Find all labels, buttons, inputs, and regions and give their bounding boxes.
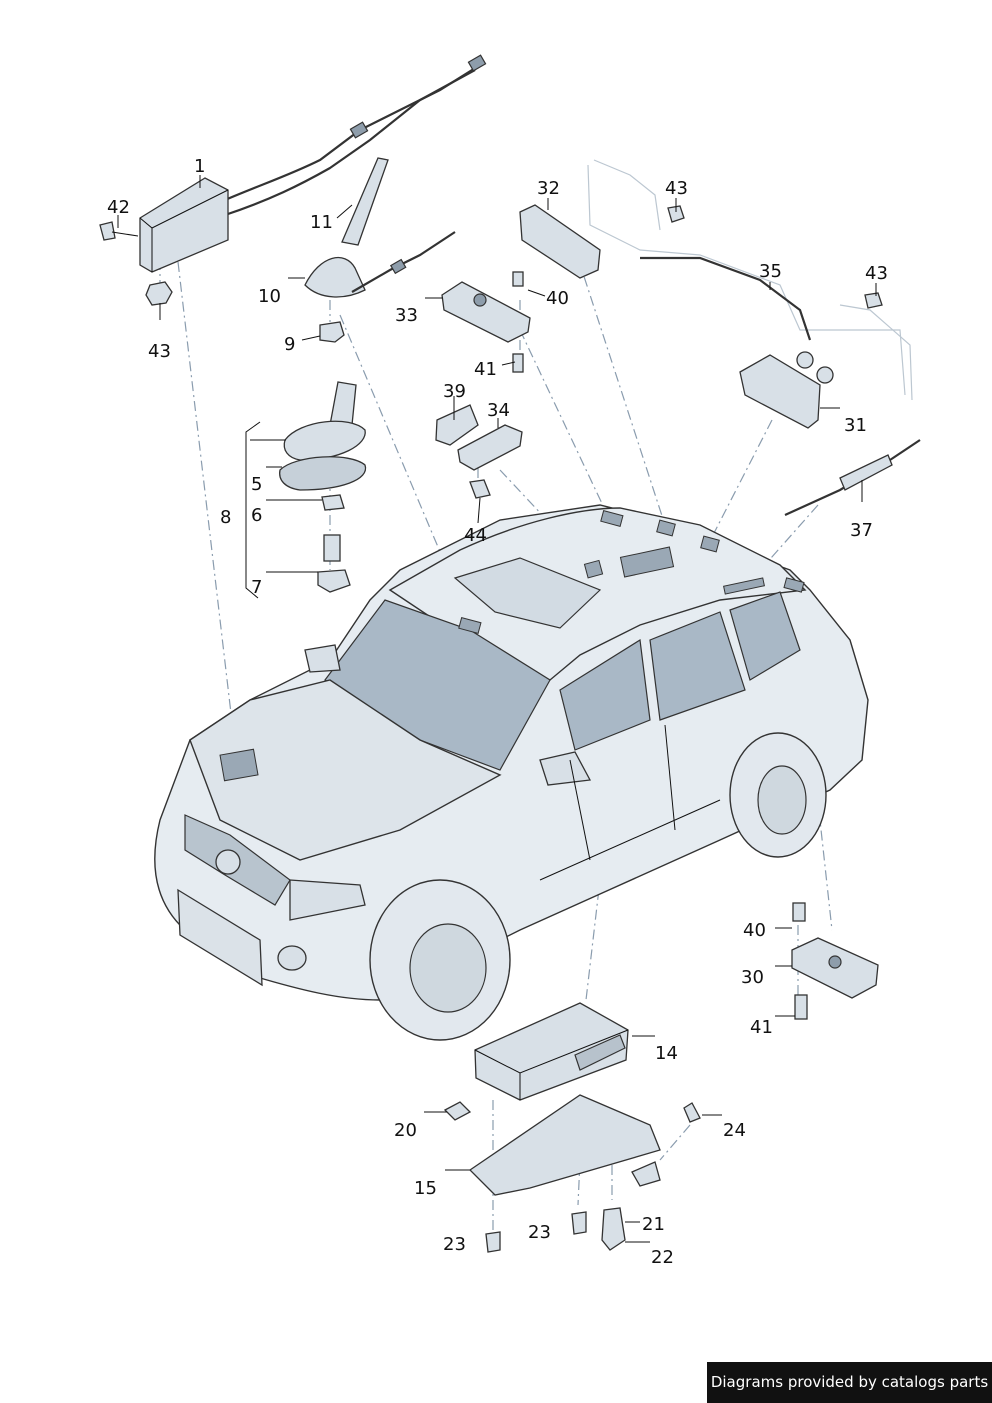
callout-23: 23	[528, 1222, 551, 1243]
callout-22: 22	[651, 1247, 674, 1268]
callout-43: 43	[865, 263, 888, 284]
callout-24: 24	[723, 1120, 746, 1141]
part-33-antenna-amplifier	[441, 271, 531, 373]
callout-11: 11	[310, 212, 333, 233]
callout-14: 14	[655, 1043, 678, 1064]
part-30-module	[791, 902, 879, 1020]
part-1-amplifier	[99, 54, 487, 306]
callout-23: 23	[443, 1234, 466, 1255]
part-10-antenna-base	[304, 157, 456, 343]
callout-30: 30	[741, 967, 764, 988]
callout-7: 7	[251, 577, 262, 598]
callout-40: 40	[546, 288, 569, 309]
callout-21: 21	[642, 1214, 665, 1235]
callout-37: 37	[850, 520, 873, 541]
callout-33: 33	[395, 305, 418, 326]
callout-10: 10	[258, 286, 281, 307]
callout-40: 40	[743, 920, 766, 941]
part-14-15-control-unit	[443, 1002, 701, 1253]
callout-43: 43	[665, 178, 688, 199]
callout-41: 41	[474, 359, 497, 380]
label-leaders	[117, 175, 877, 1243]
callout-35: 35	[759, 261, 782, 282]
callout-39: 39	[443, 381, 466, 402]
callout-42: 42	[107, 197, 130, 218]
callout-1: 1	[194, 156, 205, 177]
callout-9: 9	[284, 334, 295, 355]
callout-5: 5	[251, 474, 262, 495]
callout-43: 43	[148, 341, 171, 362]
callout-labels: 1 42 43 11 10 9 32 43 35 43 33 40 41 31 …	[107, 156, 888, 1268]
callout-41: 41	[750, 1017, 773, 1038]
callout-15: 15	[414, 1178, 437, 1199]
callout-44: 44	[464, 525, 487, 546]
part-37-cable	[784, 439, 921, 517]
part-32-35-31-modules	[519, 159, 913, 429]
vehicle-illustration	[154, 504, 869, 1041]
callout-34: 34	[487, 400, 510, 421]
callout-31: 31	[844, 415, 867, 436]
footer-banner: Diagrams provided by catalogs parts	[707, 1362, 992, 1403]
part-34-39-amplifier-bracket	[435, 404, 523, 499]
callout-6: 6	[251, 505, 262, 526]
callout-20: 20	[394, 1120, 417, 1141]
callout-32: 32	[537, 178, 560, 199]
part-8-antenna-assembly	[245, 381, 367, 599]
callout-8: 8	[220, 507, 231, 528]
